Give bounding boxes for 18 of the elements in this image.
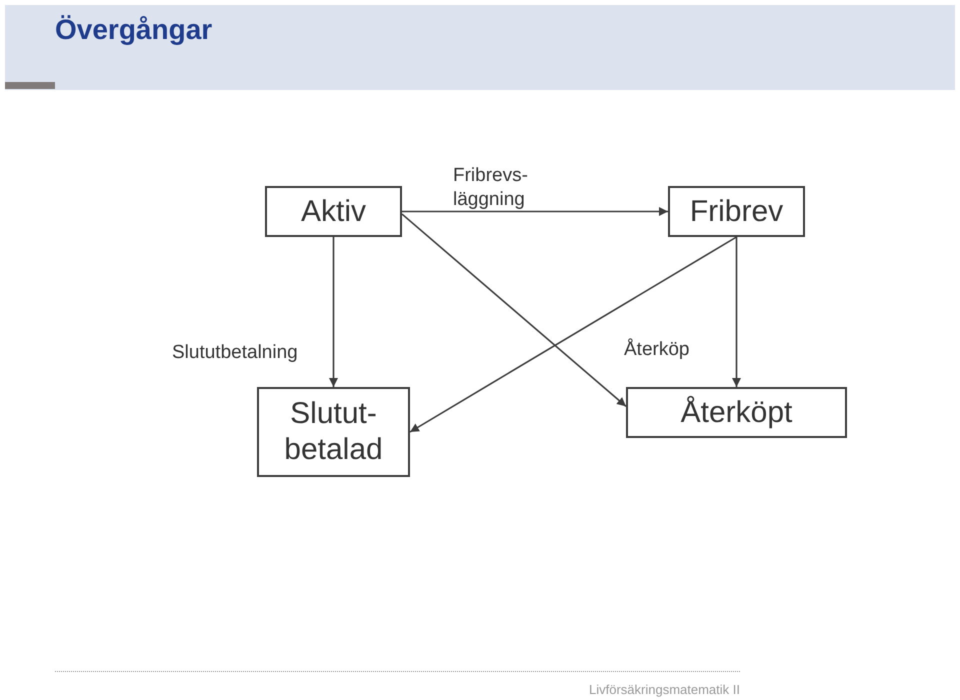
arrow: [732, 237, 741, 387]
state-box: [265, 186, 402, 237]
state-label: Återköpt: [680, 394, 792, 430]
footer-text: Livförsäkringsmatematik II: [589, 682, 740, 697]
edge-label: Återköp: [624, 338, 690, 362]
state-label: Slutut- betalad: [283, 396, 384, 468]
state-label: Fribrev: [690, 194, 784, 230]
arrow: [401, 213, 627, 407]
state-label: Aktiv: [300, 194, 366, 230]
edge-label: Fribrevs- läggning: [453, 164, 529, 212]
arrow: [402, 207, 668, 216]
arrow: [410, 236, 737, 433]
state-box: [626, 387, 847, 438]
title: Övergångar: [55, 14, 212, 46]
arrow: [329, 237, 338, 387]
edge-label: Slututbetalning: [172, 341, 299, 365]
state-box: [668, 186, 805, 237]
state-box: [257, 387, 410, 477]
